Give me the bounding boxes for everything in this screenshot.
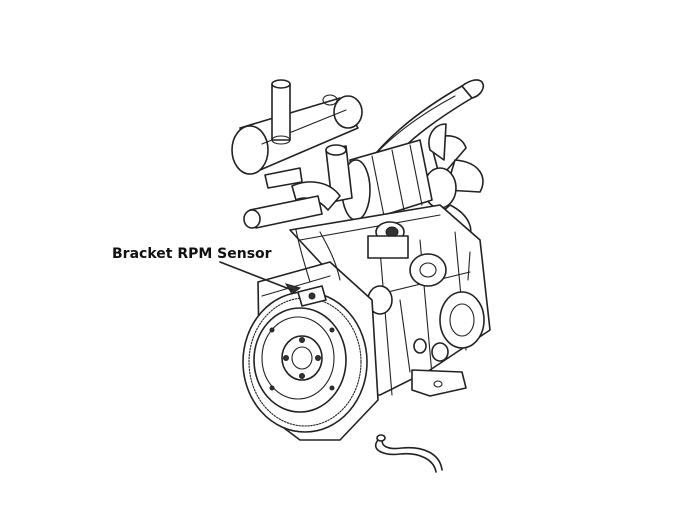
exhaust-stack <box>271 79 291 145</box>
mounting-foot <box>411 369 467 397</box>
fuel-injection-components <box>367 221 485 373</box>
intake-pipes <box>243 144 353 229</box>
rpm-sensor-bracket <box>284 283 327 307</box>
wiring <box>295 229 341 283</box>
callout-leader <box>219 261 293 291</box>
muffler <box>231 94 363 175</box>
drain-hose <box>375 434 443 473</box>
callout-label-bracket-rpm-sensor: Bracket RPM Sensor <box>112 246 272 262</box>
flywheel <box>242 291 368 433</box>
